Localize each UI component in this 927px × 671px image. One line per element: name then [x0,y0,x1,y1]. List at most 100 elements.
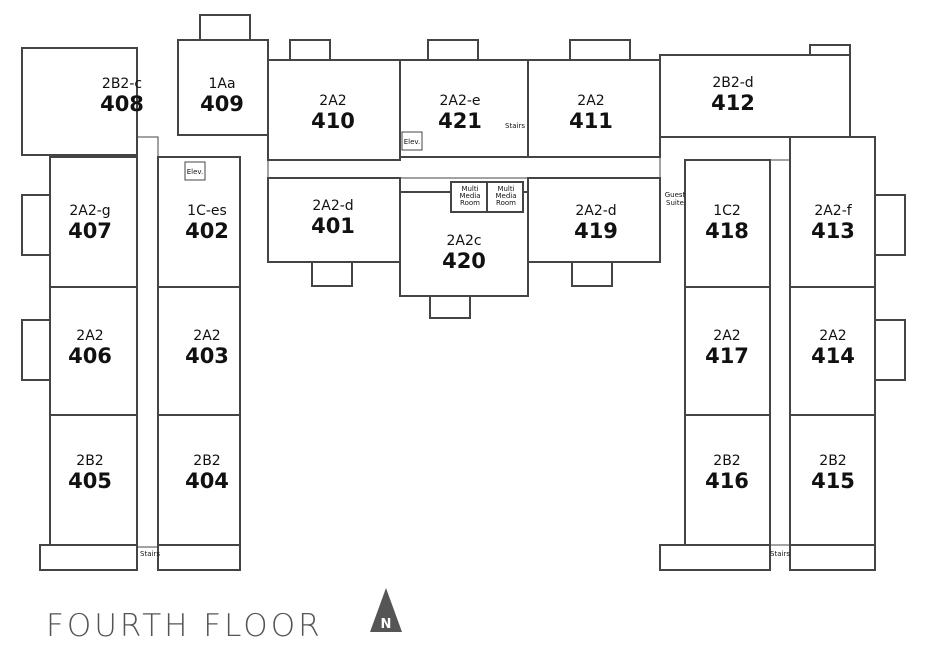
room-outline[interactable] [684,414,771,546]
elevator-label: Elev. [187,168,204,176]
room-number: 413 [811,219,855,243]
bay-window [39,544,138,571]
room-outline[interactable] [684,159,771,288]
room-type: 2A2 [577,93,604,109]
floor-title: FOURTH FLOOR [46,608,323,644]
room-outline[interactable] [789,286,876,416]
room-type: 2A2-e [439,93,480,109]
room-outline[interactable] [789,414,876,546]
room-number: 402 [185,219,229,243]
room-type: 2B2 [76,453,103,469]
elevator-icon [401,131,423,151]
room-type: 2A2-d [312,198,353,214]
room-type: 2B2 [713,453,740,469]
room-number: 419 [574,219,618,243]
bay-window [659,544,771,571]
north-label: N [381,617,392,632]
room-type: 2A2-g [69,203,110,219]
bay-window [569,39,631,61]
bay-window [157,544,241,571]
room-number: 416 [705,469,749,493]
room-outline[interactable] [21,47,138,156]
room-number: 410 [311,109,355,133]
room-outline[interactable] [527,177,661,263]
room-number: 401 [311,214,355,238]
room-outline[interactable] [49,414,138,546]
stairs-label: Stairs [770,550,790,558]
room-type: 2B2 [819,453,846,469]
room-number: 417 [705,344,749,368]
elevator-label: Elev. [404,138,421,146]
room-number: 415 [811,469,855,493]
room-type: 1C2 [713,203,741,219]
multi-media-label: Media [495,192,516,200]
room-type: 2B2-d [712,75,753,91]
room-number: 405 [68,469,112,493]
room-outline[interactable] [157,414,241,546]
guest-suite-label: Suite [666,199,684,207]
room-number: 411 [569,109,613,133]
bay-window [21,319,51,381]
multi-media-label: Room [460,199,480,207]
room-outline[interactable] [527,59,661,158]
room-number: 406 [68,344,112,368]
bay-window [21,194,51,256]
room-number: 403 [185,344,229,368]
room-number: 420 [442,249,486,273]
stairs-label: Stairs [505,122,525,130]
room-type: 1Aa [208,76,235,92]
room-outline[interactable] [684,286,771,416]
bay-window [571,261,613,287]
bay-window [289,39,331,61]
elevator-icon [184,161,206,181]
room-outline[interactable] [267,177,401,263]
room-number: 421 [438,109,482,133]
room-outline[interactable] [659,54,851,138]
room-type: 2B2-c [102,76,142,92]
room-number: 418 [705,219,749,243]
room-number: 412 [711,91,755,115]
multi-media-label: Room [496,199,516,207]
bay-window [427,39,479,61]
room-number: 404 [185,469,229,493]
room-number: 414 [811,344,855,368]
room-type: 2A2 [76,328,103,344]
room-outline[interactable] [177,39,269,136]
guest-suite-label: Guest [665,191,686,199]
room-type: 2A2 [319,93,346,109]
north-arrow-icon: N [370,588,402,632]
room-number: 408 [100,92,144,116]
multi-media-label: Multi [461,185,478,193]
room-outline[interactable] [267,59,401,161]
bay-window [789,544,876,571]
multi-media-room[interactable] [486,181,524,213]
multi-media-label: Media [459,192,480,200]
room-number: 407 [68,219,112,243]
room-type: 2A2-f [814,203,852,219]
room-type: 2A2-d [575,203,616,219]
bay-window [874,194,906,256]
multi-media-label: Multi [497,185,514,193]
room-type: 2A2c [446,233,481,249]
room-number: 409 [200,92,244,116]
